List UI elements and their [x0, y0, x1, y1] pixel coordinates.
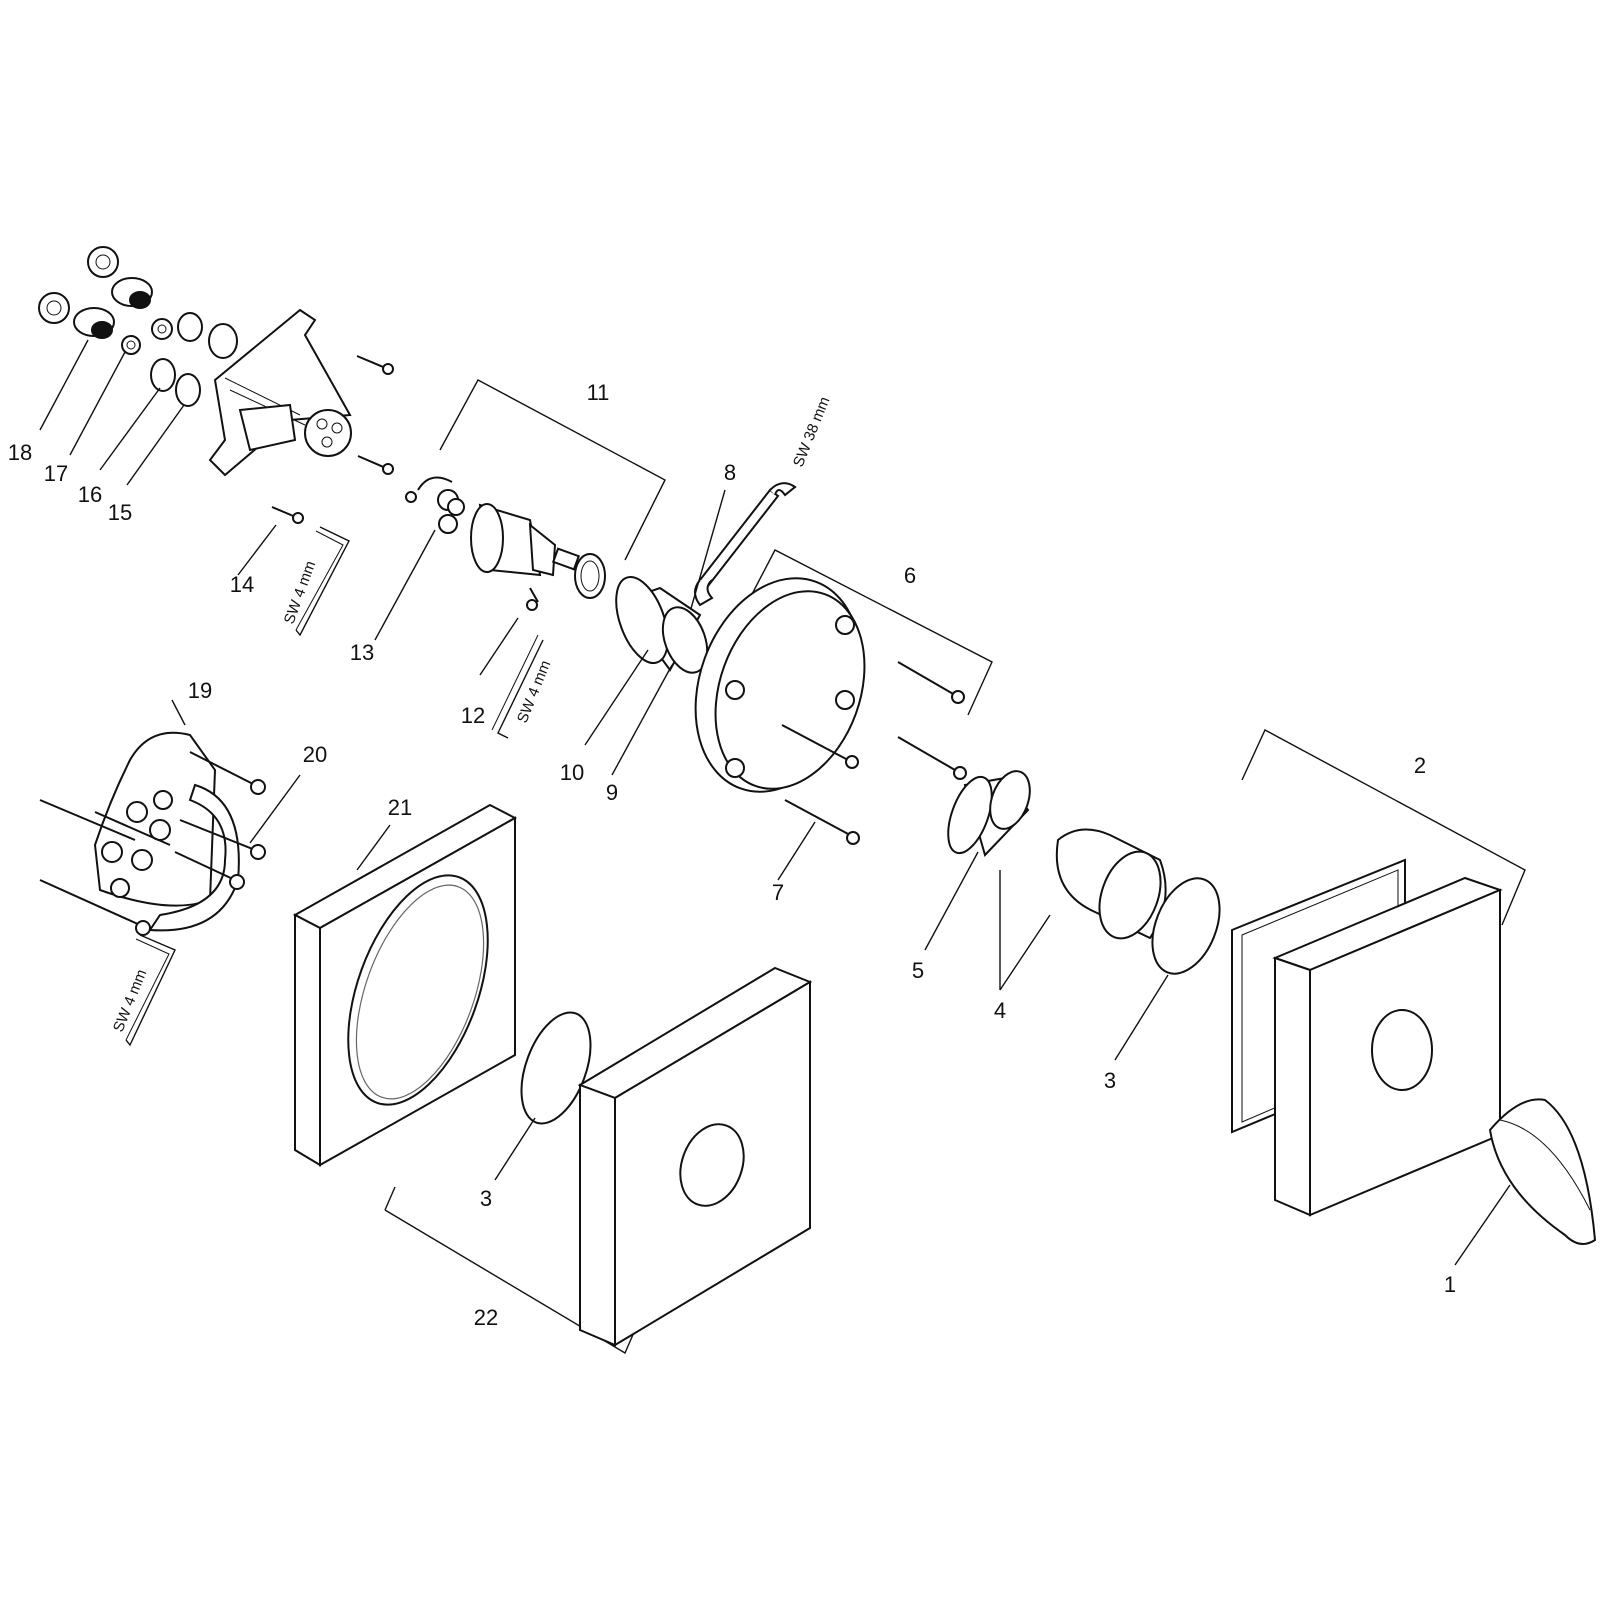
cartridge: [470, 503, 606, 599]
hex-key-12: [491, 634, 544, 739]
tool-label-sw4-12: SW 4 mm: [514, 658, 554, 725]
mounting-plate: [694, 577, 866, 793]
sleeve-5: [947, 770, 1031, 857]
label-9: 9: [606, 780, 618, 805]
label-4: 4: [994, 998, 1006, 1023]
label-12: 12: [461, 703, 485, 728]
label-5: 5: [912, 958, 924, 983]
sleeve-4: [1055, 828, 1167, 940]
retaining-clip: [405, 476, 465, 534]
lever-handle: [1488, 1098, 1597, 1245]
label-3-left: 3: [480, 1186, 492, 1211]
small-nut: [121, 318, 173, 355]
hex-key-19: [125, 934, 176, 1047]
label-10: 10: [560, 760, 584, 785]
label-21: 21: [388, 795, 412, 820]
label-22: 22: [474, 1305, 498, 1330]
label-1: 1: [1444, 1272, 1456, 1297]
tool-label-sw4-14: SW 4 mm: [281, 559, 319, 627]
sleeve-10: [615, 576, 709, 674]
label-8: 8: [724, 460, 736, 485]
check-valve-cap-lower: [38, 292, 70, 324]
label-16: 16: [78, 482, 102, 507]
cover-plate-22: [577, 966, 813, 1347]
hex-key-14: [295, 526, 350, 637]
label-6: 6: [904, 563, 916, 588]
label-13: 13: [350, 640, 374, 665]
label-2: 2: [1414, 753, 1426, 778]
threaded-nipple-lower: [73, 307, 115, 339]
label-7: 7: [772, 880, 784, 905]
label-18: 18: [8, 440, 32, 465]
valve-body-rough-in: [208, 308, 352, 477]
check-valve-cap-upper: [87, 246, 119, 278]
inlet-fittings-group: [38, 246, 238, 486]
trim-square-21: [292, 803, 518, 1167]
installation-bracket: [93, 731, 240, 932]
label-20: 20: [303, 742, 327, 767]
o-ring-3-right: [1151, 877, 1221, 975]
label-14: 14: [230, 572, 254, 597]
screw-12: [526, 587, 539, 611]
screws-body: [271, 355, 394, 524]
long-screws-7: [781, 661, 967, 845]
label-15: 15: [108, 500, 132, 525]
o-ring-3-left: [520, 1011, 592, 1125]
label-19: 19: [188, 678, 212, 703]
threaded-nipple-upper: [111, 277, 153, 309]
screws-19: [39, 751, 266, 936]
label-17: 17: [44, 461, 68, 486]
tool-label-sw4-19: SW 4 mm: [110, 967, 150, 1034]
cover-plate-2: [1272, 876, 1503, 1217]
tool-label-sw38: SW 38 mm: [790, 394, 834, 469]
label-11: 11: [587, 380, 610, 405]
label-3-right: 3: [1104, 1068, 1116, 1093]
wrench-sw38: [694, 482, 797, 607]
o-rings-inlet: [150, 312, 238, 407]
